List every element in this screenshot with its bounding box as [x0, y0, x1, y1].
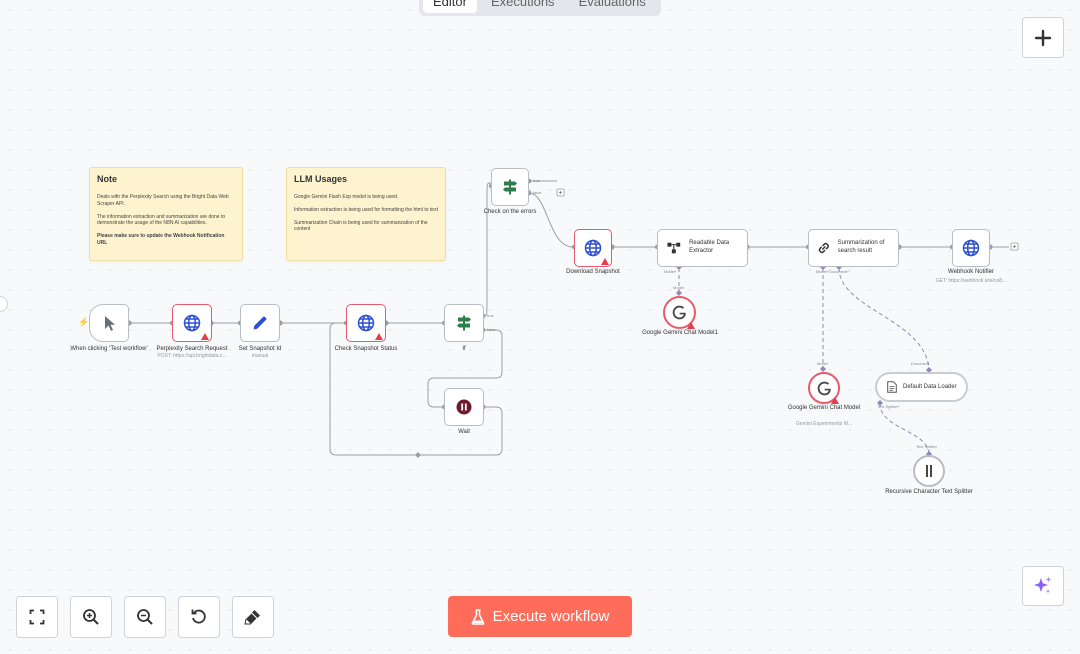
google-icon: [672, 305, 686, 320]
tidy-up-button[interactable]: [232, 596, 274, 638]
port-label-model: Model: [673, 285, 684, 290]
warning-icon: [375, 333, 383, 340]
port-label-true: true: [533, 178, 540, 183]
node-set-snapshot-id[interactable]: [240, 304, 280, 342]
port-label-text-splitter-required: Text Splitter*: [877, 404, 900, 409]
sticky-note-text: Deals with the Perplexity Search using t…: [97, 194, 229, 207]
port-label-true: true: [487, 313, 494, 318]
port-label-document: Document: [911, 361, 930, 366]
sticky-note-text: The information extraction and summariza…: [97, 213, 226, 227]
sticky-note-text: Information extraction is being used for…: [294, 206, 438, 213]
plus-icon: [1034, 29, 1052, 46]
tab-editor[interactable]: Editor: [423, 0, 477, 13]
flask-icon: [471, 608, 485, 625]
signpost-icon: [457, 315, 471, 331]
pause-icon: [456, 399, 472, 415]
node-label: Google Gemini Chat Model1: [642, 330, 718, 336]
node-webhook-notifier[interactable]: [952, 229, 990, 267]
node-label: Check Snapshot Status: [334, 346, 398, 352]
node-label: Default Data Loader: [903, 384, 957, 390]
node-readable-data-extractor[interactable]: Readable Data Extractor: [657, 229, 748, 267]
sticky-note-title: LLM Usages: [294, 174, 348, 184]
node-check-on-the-errors[interactable]: [491, 168, 529, 206]
sticky-note[interactable]: Note Deals with the Perplexity Search us…: [89, 167, 243, 261]
tidy-icon: [244, 610, 260, 625]
ai-assistant-button[interactable]: [1022, 566, 1064, 606]
node-label: Readable Data Extractor: [689, 240, 730, 254]
port-label-model-required: Model*: [664, 269, 677, 274]
node-label: Wait: [458, 429, 470, 435]
node-label: Perplexity Search Request: [156, 346, 228, 352]
sparkle-icon: [1034, 576, 1052, 594]
node-check-snapshot-status[interactable]: [346, 304, 386, 342]
globe-icon: [584, 239, 602, 257]
node-recursive-character-text-splitter[interactable]: [913, 455, 945, 487]
zoom-in-button[interactable]: [70, 596, 112, 638]
node-perplexity-search-request[interactable]: [172, 304, 212, 342]
node-label: Summarization of search result: [837, 240, 885, 254]
add-node-button[interactable]: [1022, 17, 1064, 58]
globe-icon: [183, 314, 201, 332]
node-label: Download Snapshot: [566, 269, 620, 275]
link-icon: [818, 242, 830, 254]
node-label: Webhook Notifier: [948, 269, 994, 275]
node-label: Google Gemini Chat Model: [787, 405, 861, 411]
zoom-out-icon: [137, 609, 153, 625]
warning-icon: [201, 333, 209, 340]
globe-icon: [357, 314, 375, 332]
document-icon: [887, 381, 897, 393]
node-subtitle: POST: https://api.brightdata.c...: [157, 353, 227, 359]
node-google-gemini-chat-model[interactable]: [808, 372, 840, 404]
node-subtitle: GET: https://webhook.site/ca8...: [935, 278, 1007, 284]
reset-zoom-button[interactable]: [178, 596, 220, 638]
warning-icon: [687, 322, 695, 329]
node-label: Recursive Character Text Splitter: [885, 489, 973, 495]
sticky-llm-usages[interactable]: LLM Usages Google Gemini Flash Exp model…: [286, 167, 446, 261]
warning-icon: [601, 258, 609, 265]
sticky-note-title: Note: [97, 174, 117, 184]
flow-icon: [667, 242, 681, 254]
view-tabs: Editor Executions Evaluations: [419, 0, 661, 16]
sticky-note-text: Please make sure to update the Webhook N…: [97, 233, 225, 246]
node-wait[interactable]: [444, 388, 484, 426]
port-label-document-required: Document*: [829, 269, 849, 274]
node-subtitle: Gemini Experimental M...: [795, 421, 853, 427]
node-manual-trigger[interactable]: [89, 304, 129, 342]
google-icon: [817, 381, 831, 395]
fit-view-icon: [29, 609, 45, 625]
tab-evaluations[interactable]: Evaluations: [578, 0, 646, 9]
zoom-in-icon: [83, 609, 99, 625]
splitter-icon: [926, 465, 932, 477]
node-google-gemini-chat-model1[interactable]: [663, 296, 696, 329]
node-default-data-loader[interactable]: Default Data Loader: [875, 372, 968, 402]
sticky-note-text: Summarization Chain is being used for su…: [294, 219, 428, 233]
port-label-text-splitter: Text Splitter: [916, 444, 937, 449]
cursor-icon: [105, 316, 115, 331]
fit-view-button[interactable]: [16, 596, 58, 638]
node-download-snapshot[interactable]: [574, 229, 612, 267]
node-label: When clicking ‘Test workflow’: [70, 346, 148, 352]
port-label-model-required: Model*: [816, 269, 829, 274]
pencil-icon: [253, 316, 267, 330]
node-label: Set Snapshot Id: [238, 346, 282, 352]
node-label: If: [462, 346, 466, 352]
tab-executions[interactable]: Executions: [490, 0, 555, 9]
globe-icon: [962, 239, 980, 257]
execute-workflow-button[interactable]: Execute workflow: [448, 596, 632, 637]
warning-icon: [831, 397, 839, 404]
trigger-bolt-icon: ⚡: [78, 317, 90, 327]
signpost-icon: [503, 179, 517, 195]
port-label-model: Model: [817, 361, 828, 366]
zoom-out-button[interactable]: [124, 596, 166, 638]
reset-icon: [191, 609, 206, 624]
sticky-note-text: Google Gemini Flash Exp model is being u…: [294, 194, 399, 200]
node-label: Check on the errors: [483, 209, 537, 215]
node-subtitle: manual: [251, 353, 269, 359]
node-summarization-of-search-result[interactable]: Summarization of search result: [808, 229, 899, 267]
node-if[interactable]: [444, 304, 484, 342]
port-label-false: false: [533, 190, 542, 195]
execute-workflow-label: Execute workflow: [492, 608, 610, 625]
port-label-false: false: [487, 327, 496, 332]
